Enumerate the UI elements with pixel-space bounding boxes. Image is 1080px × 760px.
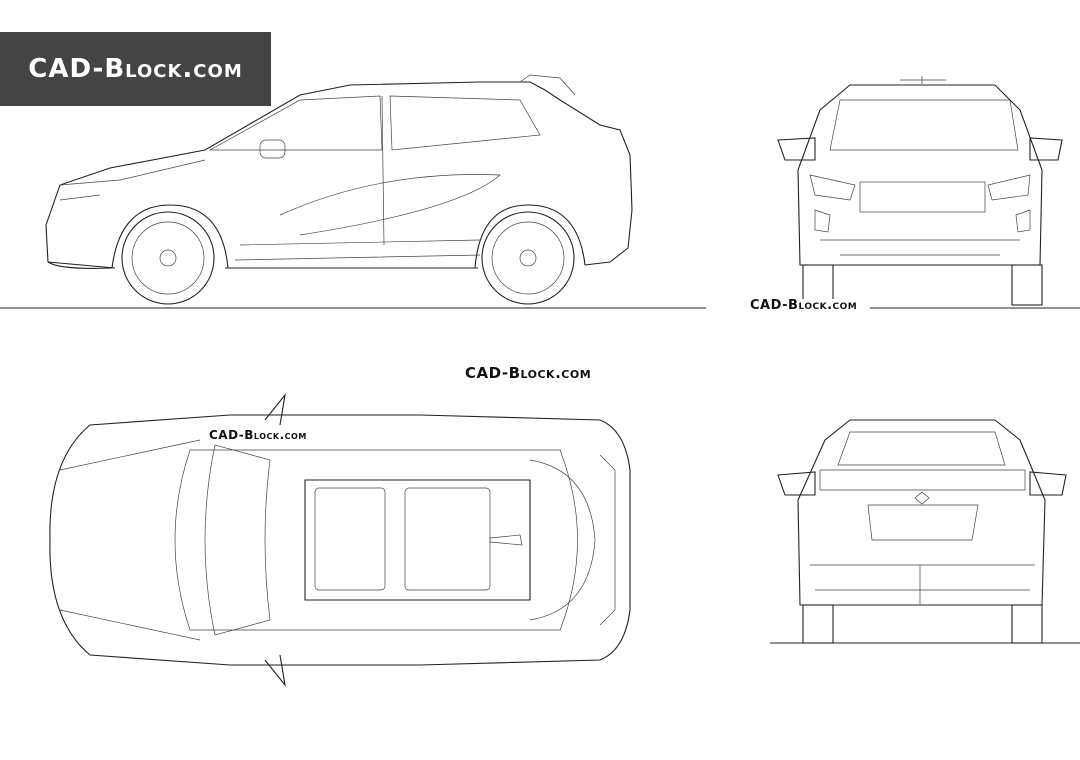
front-view — [777, 76, 1063, 306]
watermark-front: CAD-Block.com — [750, 298, 858, 313]
logo-text: CAD-Block.com — [28, 54, 243, 84]
logo-banner: CAD-Block.com — [0, 32, 271, 106]
watermark-center: CAD-Block.com — [465, 364, 592, 382]
rear-view — [777, 419, 1067, 644]
top-view — [49, 393, 631, 687]
watermark-top-view: CAD-Block.com — [209, 428, 307, 442]
side-view — [45, 74, 633, 305]
